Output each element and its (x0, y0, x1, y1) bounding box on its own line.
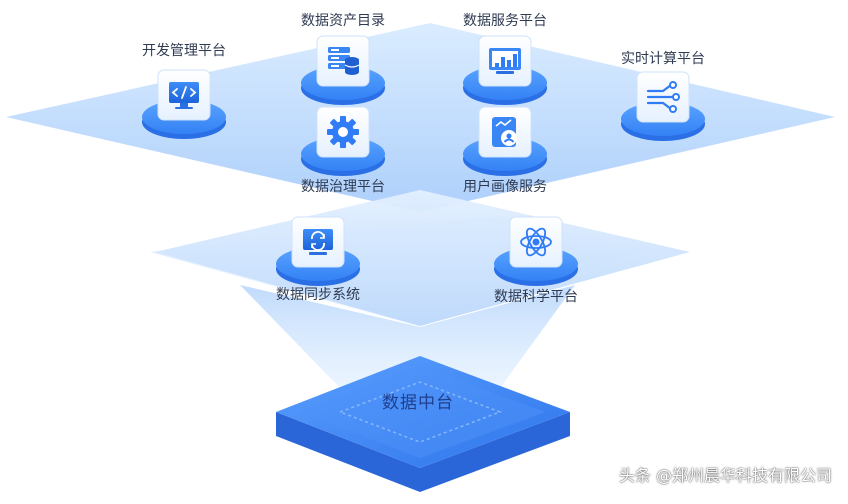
watermark: 头条 @郑州晨华科技有限公司 (618, 466, 832, 485)
node-label-kaifa: 开发管理平台 (142, 43, 226, 59)
gear-icon (327, 116, 359, 148)
node-label-shishi: 实时计算平台 (621, 51, 705, 67)
bar-chart-monitor-icon (489, 48, 521, 74)
node-label-huaxiang: 用户画像服务 (463, 179, 547, 195)
node-label-ziyuan: 数据资产目录 (301, 13, 385, 29)
sync-monitor-icon (303, 229, 333, 255)
node-label-tongbu: 数据同步系统 (276, 287, 360, 303)
node-label-kexue: 数据科学平台 (494, 289, 578, 305)
node-huaxiang[interactable] (463, 106, 547, 176)
atom-icon (520, 227, 552, 257)
node-label-zhili: 数据治理平台 (301, 179, 385, 195)
node-kaifa[interactable] (142, 69, 226, 139)
node-fuwu[interactable] (463, 35, 547, 105)
top-layer-plane (6, 23, 835, 212)
node-tongbu[interactable] (276, 216, 360, 286)
core-label: 数据中台 (382, 393, 454, 413)
data-flow-icon (646, 81, 680, 113)
node-ziyuan[interactable] (301, 35, 385, 105)
code-monitor-icon (169, 82, 199, 109)
node-zhili[interactable] (301, 106, 385, 176)
node-kexue[interactable] (494, 216, 578, 286)
light-beam-lower (240, 285, 575, 388)
database-server-icon (328, 47, 360, 75)
node-shishi[interactable] (621, 71, 705, 141)
middle-layer-plane (155, 190, 690, 326)
core-base-platform (276, 356, 570, 492)
node-label-fuwu: 数据服务平台 (463, 13, 547, 29)
user-profile-icon (492, 117, 517, 147)
